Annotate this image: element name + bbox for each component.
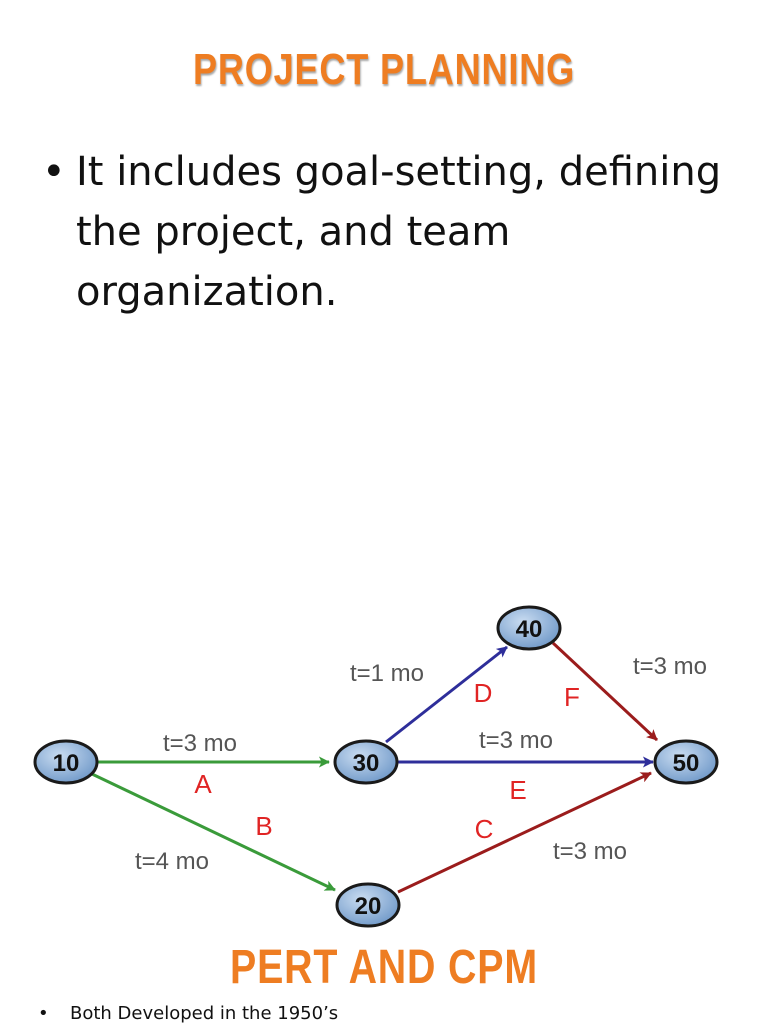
edge-e-duration: t=3 mo xyxy=(479,727,553,754)
edge-c xyxy=(397,771,652,894)
edge-c-activity: C xyxy=(475,814,494,844)
edge-f-activity: F xyxy=(564,682,580,712)
node-10-label: 10 xyxy=(53,750,80,777)
network-diagram: t=3 mo t=4 mo t=3 mo t=1 mo t=3 mo t=3 m… xyxy=(33,605,719,928)
footnote-marker: • xyxy=(38,1003,49,1024)
slide-title: PROJECT PLANNING xyxy=(193,45,575,94)
edge-b xyxy=(91,772,336,892)
node-50-label: 50 xyxy=(673,750,700,777)
node-30: 30 xyxy=(333,739,399,785)
edge-e-activity: E xyxy=(509,775,526,805)
node-10: 10 xyxy=(33,739,99,785)
edge-d-activity: D xyxy=(474,678,493,708)
edge-f-duration: t=3 mo xyxy=(633,653,707,680)
node-20-label: 20 xyxy=(355,893,382,920)
edge-f xyxy=(551,641,659,742)
node-30-label: 30 xyxy=(353,750,380,777)
footnote-bullet: • Both Developed in the 1950’s xyxy=(38,1000,738,1028)
bullet-point: • It includes goal-setting, defining the… xyxy=(42,142,732,322)
edge-c-duration: t=3 mo xyxy=(553,838,627,865)
footnote-text: Both Developed in the 1950’s xyxy=(70,1003,339,1024)
edge-d xyxy=(385,645,508,744)
edge-d-duration: t=1 mo xyxy=(350,660,424,687)
edge-b-duration: t=4 mo xyxy=(135,848,209,875)
bullet-text: It includes goal-setting, defining the p… xyxy=(76,149,722,315)
node-20: 20 xyxy=(335,882,401,928)
edge-a-duration: t=3 mo xyxy=(163,730,237,757)
node-40-label: 40 xyxy=(516,616,543,643)
node-40: 40 xyxy=(496,605,562,651)
bullet-marker: • xyxy=(42,149,66,195)
section-subtitle: PERT AND CPM xyxy=(230,941,538,994)
edge-b-activity: B xyxy=(255,811,272,841)
node-50: 50 xyxy=(653,739,719,785)
edge-a-activity: A xyxy=(194,769,212,799)
